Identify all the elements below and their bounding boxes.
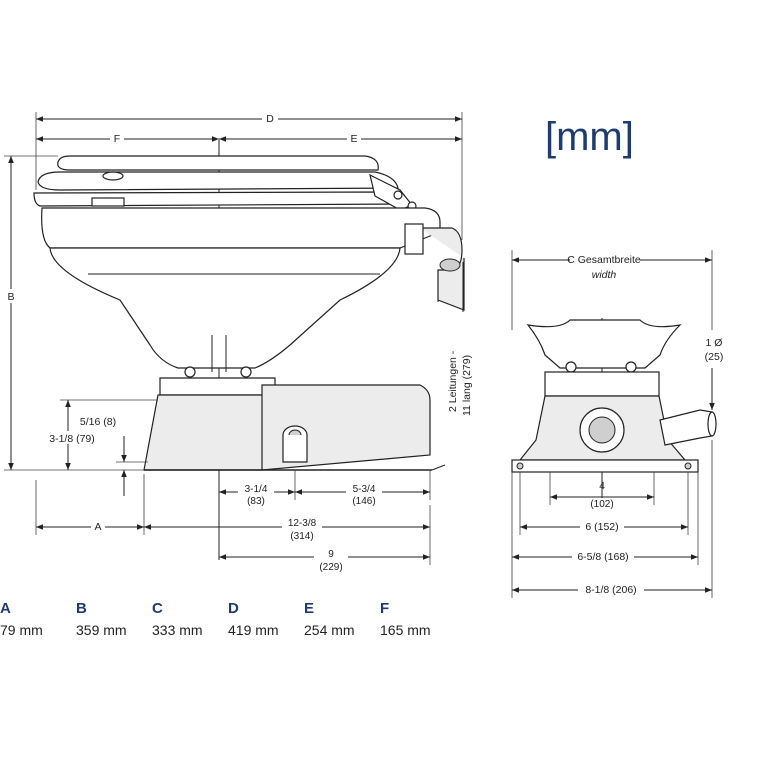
front-dimensions: C Gesamtbreite width 1 Ø (25) 4 (102) 6 … [511, 250, 724, 598]
dim-d-label: D [266, 113, 274, 125]
mount-hole-icon [516, 462, 524, 470]
dim-1-label: 1 Ø [706, 337, 723, 349]
dim-3-1-8-label: 3-1/8 (79) [49, 433, 95, 445]
dimension-table: A 79 mm B 359 mm C 333 mm D 419 mm E 254… [0, 598, 460, 648]
bolt-icon [240, 366, 252, 378]
bolt-icon [565, 361, 577, 373]
table-letter: D [228, 600, 239, 617]
dim-4-label: 4 [599, 481, 605, 492]
dim-6-label: 6 (152) [585, 521, 618, 533]
table-column-b: B 359 mm [76, 598, 152, 640]
lid-top [57, 155, 379, 171]
table-value: 333 mm [152, 622, 203, 638]
dim-3-1-4-label: 3-1/4 [245, 484, 268, 495]
dim-9-mm: (229) [319, 562, 342, 573]
seat [33, 191, 407, 207]
hinge-pin-icon [393, 190, 403, 200]
front-base-plate [511, 459, 699, 473]
bolt-icon [184, 366, 196, 378]
table-letter: C [152, 600, 163, 617]
outlet-port-body [282, 435, 308, 463]
dim-1-mm: (25) [705, 351, 724, 363]
table-column-e: E 254 mm [304, 598, 380, 640]
bowl-rim [41, 207, 441, 249]
pump-port-inner [588, 416, 616, 444]
table-letter: A [0, 600, 11, 617]
wire-tail [431, 464, 446, 471]
dim-b-label: B [7, 291, 14, 303]
dim-c-label: C Gesamtbreite [567, 254, 641, 266]
side-view [33, 140, 465, 560]
table-column-f: F 165 mm [380, 598, 456, 640]
dim-9-label: 9 [328, 549, 334, 560]
side-outlet [659, 409, 713, 446]
table-column-d: D 419 mm [228, 598, 304, 640]
dim-5-3-4-mm: (146) [352, 496, 375, 507]
table-column-c: C 333 mm [152, 598, 228, 640]
hinge-block [91, 197, 125, 207]
base-collar [159, 377, 276, 396]
wires-label-line2: 11 lang (279) [461, 355, 473, 416]
dim-12-3-8-mm: (314) [290, 531, 313, 542]
wires-label-line1: 2 Leitungen - [447, 350, 459, 412]
table-value: 359 mm [76, 622, 127, 638]
bolt-icon [625, 361, 637, 373]
table-letter: F [380, 600, 390, 617]
pipe-end [439, 258, 461, 272]
dim-12-3-8-label: 12-3/8 [288, 518, 317, 529]
table-value: 419 mm [228, 622, 279, 638]
table-letter: B [76, 600, 87, 617]
lid [37, 171, 399, 191]
dim-e-label: E [350, 133, 357, 145]
dim-5-16-label: 5/16 (8) [80, 416, 116, 428]
lid-knob [102, 171, 124, 181]
table-value: 79 mm [0, 622, 43, 638]
dim-5-3-4-label: 5-3/4 [353, 484, 376, 495]
dim-c-sublabel: width [592, 269, 617, 281]
side-dimensions: D F E B 3-1/8 (79) 5/16 (8) A [4, 111, 473, 573]
pump-collar [544, 371, 660, 397]
bowl [49, 247, 401, 369]
dim-f-label: F [114, 133, 120, 145]
bowl-outlet [526, 319, 682, 369]
dim-4-mm: (102) [590, 499, 613, 510]
table-value: 254 mm [304, 622, 355, 638]
side-outlet-end [707, 411, 717, 437]
table-letter: E [304, 600, 315, 617]
table-column-a: A 79 mm [0, 598, 76, 640]
pipe-clamp [404, 223, 424, 255]
unit-title: [mm] [545, 115, 634, 159]
mount-hole-icon [684, 462, 692, 470]
pump-base [143, 394, 271, 471]
dim-a-label: A [94, 521, 101, 533]
dim-3-1-4-mm: (83) [247, 496, 265, 507]
dim-8-1-8-label: 8-1/8 (206) [585, 584, 636, 596]
dim-6-5-8-label: 6-5/8 (168) [577, 551, 628, 563]
front-view [511, 318, 717, 510]
table-value: 165 mm [380, 622, 431, 638]
